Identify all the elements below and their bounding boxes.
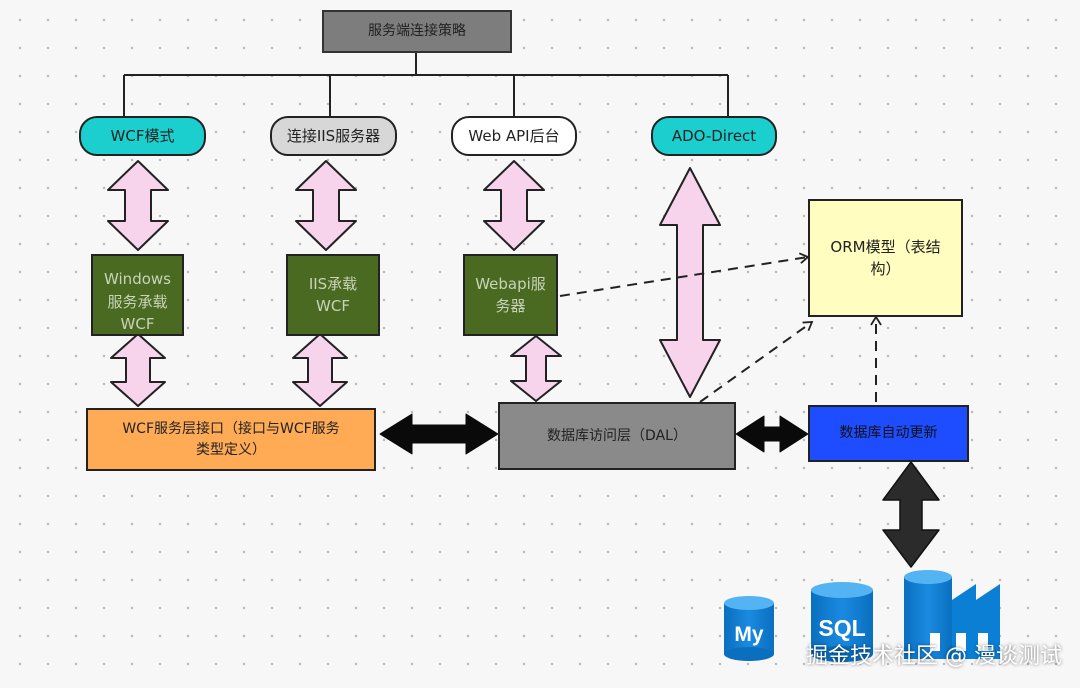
arrow-wcf-mode-to-windows	[107, 160, 169, 251]
arrow-iis-host-to-wcf-interface	[292, 333, 348, 407]
webapi-server-node[interactable]: Webapi服 务器	[463, 254, 558, 336]
orm-model-node[interactable]: ORM模型（表结 构）	[808, 199, 963, 317]
db-auto-update-node[interactable]: 数据库自动更新	[808, 405, 969, 462]
factory-icon	[904, 570, 1000, 659]
windows-host-line1: Windows	[104, 270, 171, 288]
arrow-dal-to-db-auto-update	[735, 415, 809, 453]
sqlserver-icon: SQL	[811, 582, 873, 662]
arrow-iis-connect-to-iis-host	[295, 160, 357, 251]
ado-direct-node[interactable]: ADO-Direct	[651, 116, 777, 156]
windows-host-node[interactable]: Windows 服务承载 WCF	[91, 254, 184, 336]
wcf-interface-node[interactable]: WCF服务层接口（接口与WCF服务 类型定义）	[86, 408, 376, 471]
mysql-label: My	[734, 623, 763, 646]
webapi-backend-node[interactable]: Web API后台	[451, 116, 577, 156]
wcf-mode-node[interactable]: WCF模式	[79, 116, 206, 156]
pink-double-arrows	[107, 160, 721, 407]
sqlserver-label: SQL	[818, 615, 865, 641]
dal-node[interactable]: 数据库访问层（DAL）	[498, 402, 736, 470]
iis-host-line1: IIS承载	[308, 274, 358, 293]
windows-host-line2: 服务承载	[107, 292, 168, 311]
mysql-icon: My	[724, 596, 774, 661]
arrow-wcf-interface-to-dal	[379, 413, 499, 455]
webapi-server-line1: Webapi服	[475, 274, 546, 293]
root-node[interactable]: 服务端连接策略	[322, 10, 512, 53]
webapi-server-line2: 务器	[495, 297, 526, 315]
dashed-arrows	[559, 252, 882, 403]
dashed-webapi-to-orm	[559, 252, 810, 297]
wcf-interface-line1: WCF服务层接口（接口与WCF服务	[122, 420, 340, 437]
arrow-webapi-server-to-dal	[510, 335, 562, 402]
windows-host-line3: WCF	[120, 315, 155, 333]
arrow-webapi-to-webapi-server	[483, 160, 545, 251]
iis-host-node[interactable]: IIS承载 WCF	[286, 254, 380, 336]
wcf-interface-line2: 类型定义）	[196, 441, 266, 458]
arrow-ado-direct-to-dal	[659, 167, 721, 398]
orm-line1: ORM模型（表结	[830, 237, 941, 256]
arrow-windows-to-wcf-interface	[110, 333, 166, 407]
dashed-dal-to-orm	[699, 321, 814, 403]
black-double-arrows	[379, 413, 809, 455]
tree-connectors	[123, 53, 729, 117]
watermark: 掘金技术社区 @ 漫谈测试	[806, 644, 1062, 669]
arrow-db-update-to-databases	[882, 461, 940, 568]
iis-host-line2: WCF	[316, 297, 350, 315]
orm-line2: 构）	[870, 260, 901, 278]
iis-connect-node[interactable]: 连接IIS服务器	[270, 116, 397, 156]
